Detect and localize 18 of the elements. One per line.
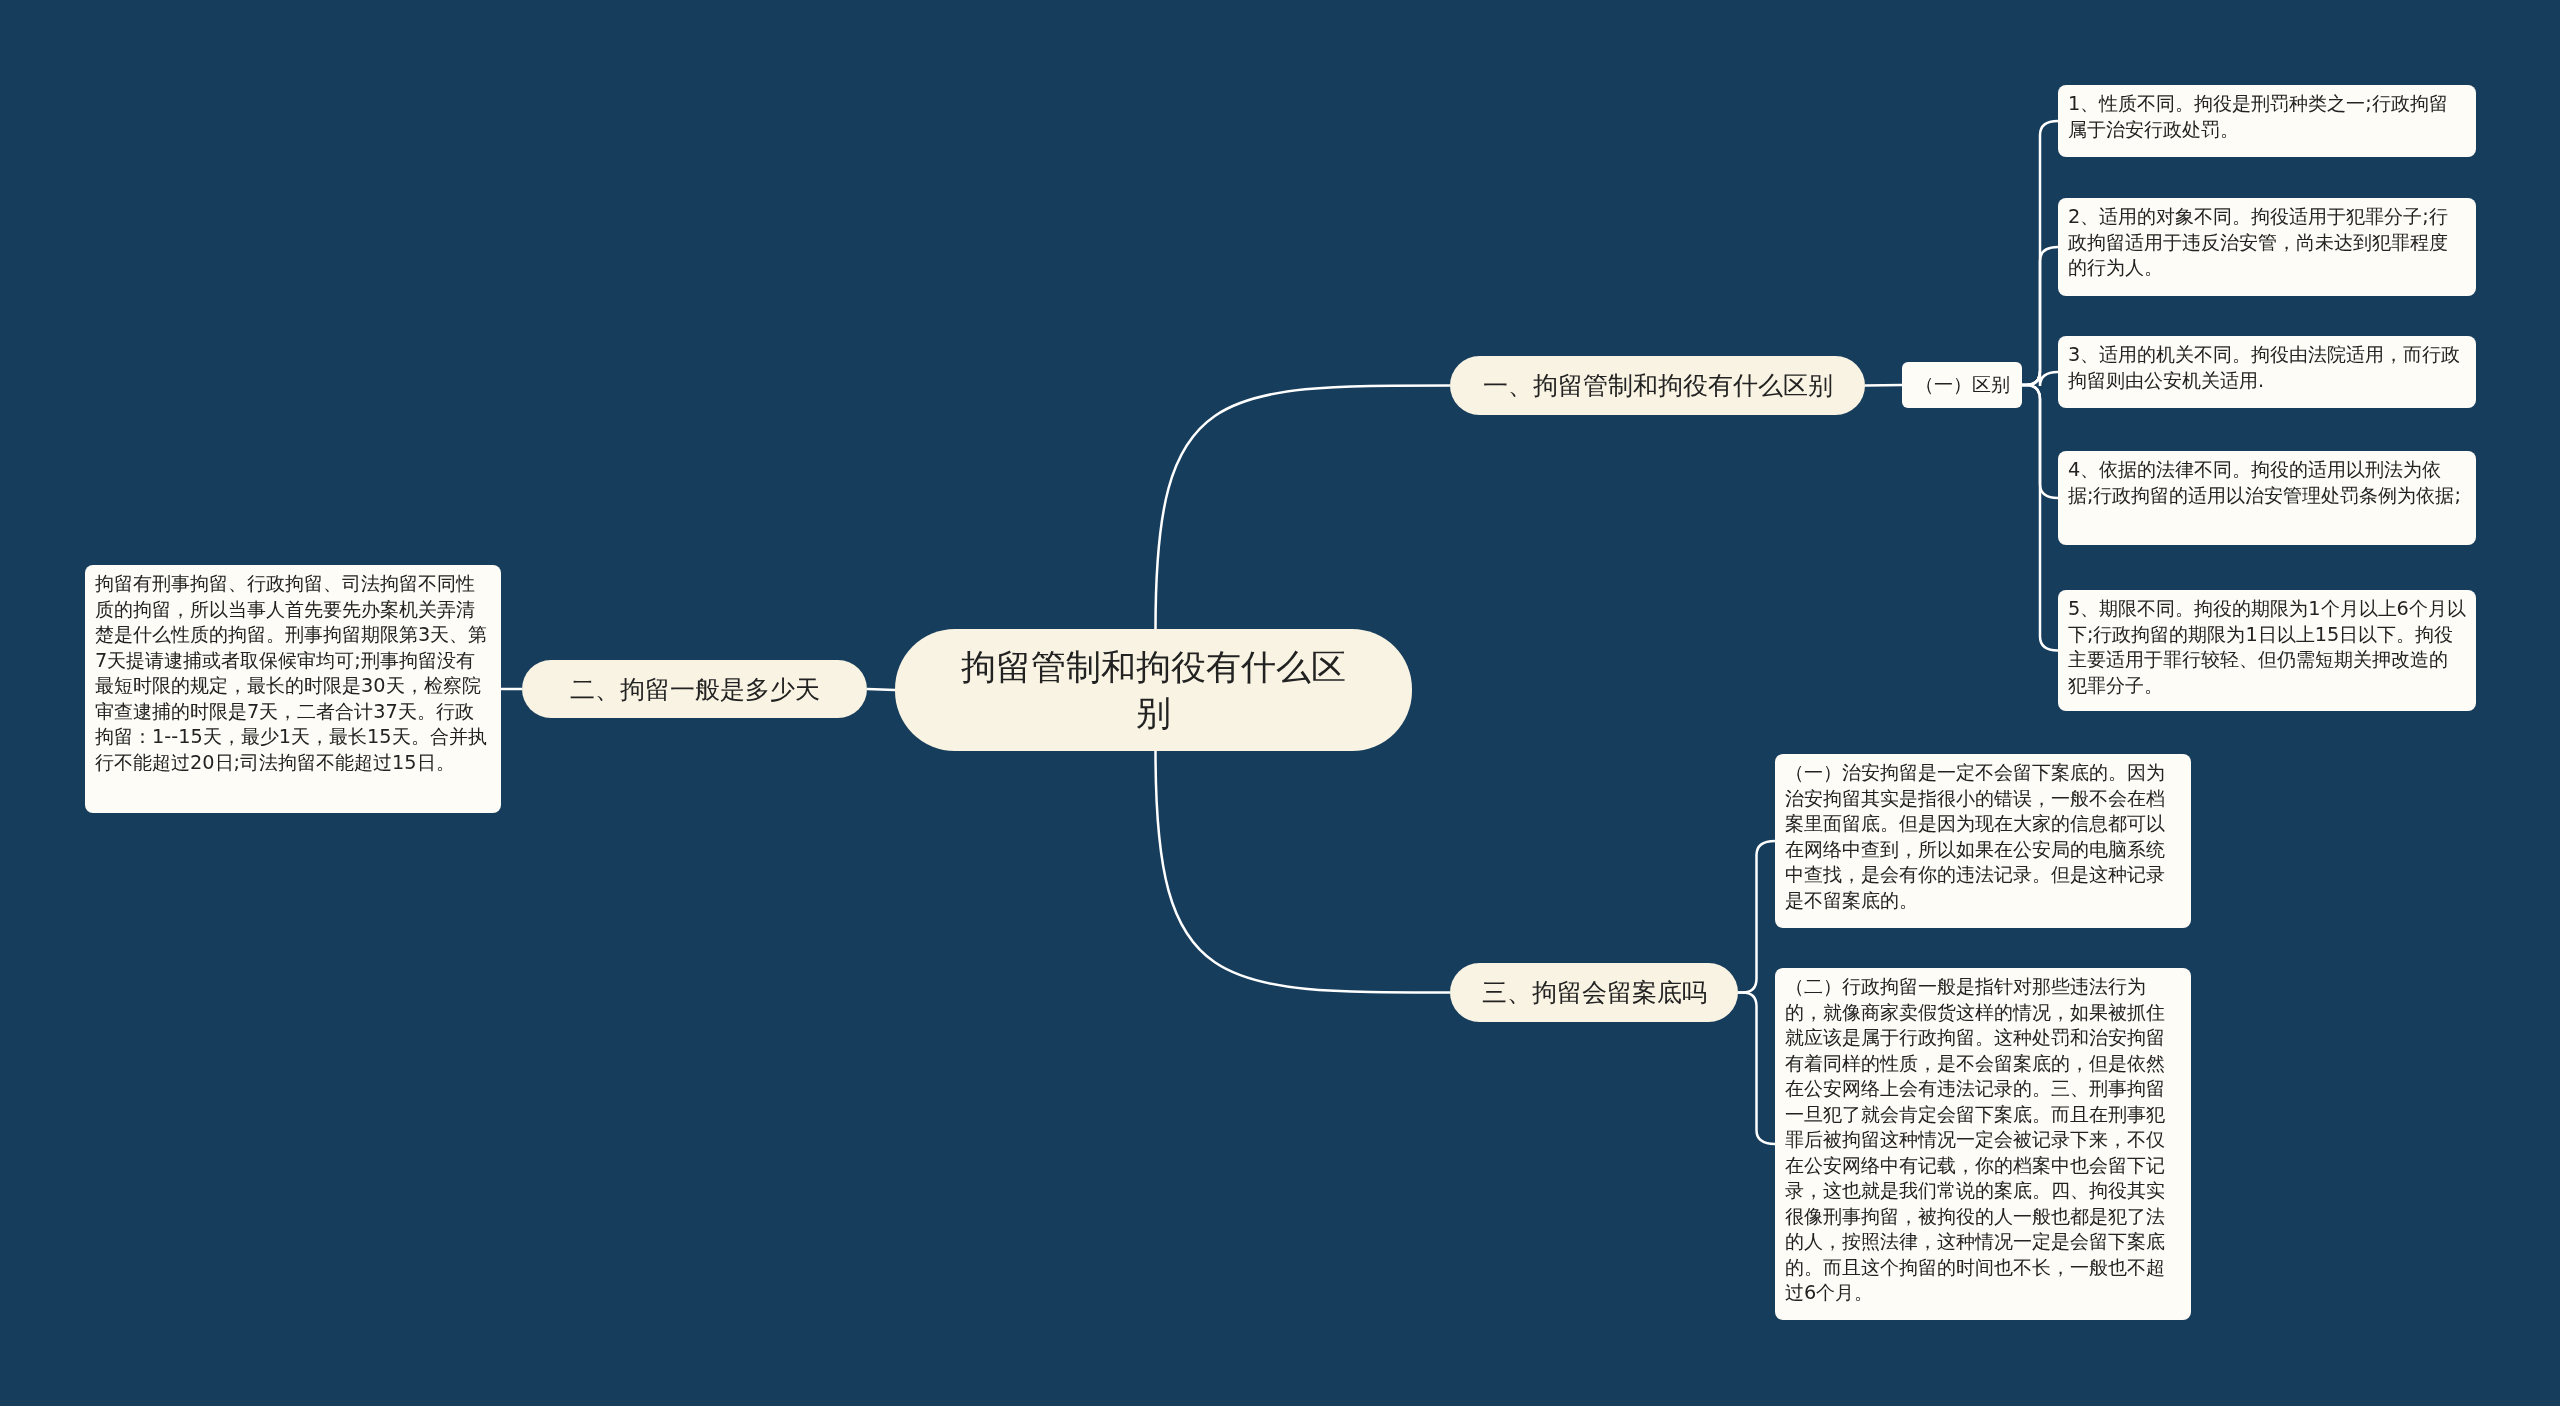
connector-line	[1154, 750, 1450, 994]
text-card: 拘留有刑事拘留、行政拘留、司法拘留不同性质的拘留，所以当事人首先要先办案机关弄清楚是什么性质的拘留。刑事拘留期限第3天、第7天提请逮捕或者取保候审均可;刑事拘留没有最短时限的规定，最长的时限是30天，检察院审查逮捕的时限是7天，二者合计37天。行政拘留：1--15天，最少1天，最长15天。合并执行不能超过20日;司法拘留不能超过15日。	[85, 565, 501, 813]
root-topic-node: 拘留管制和拘役有什么区别	[895, 629, 1412, 751]
connector-line	[501, 687, 522, 691]
topic-node: 三、拘留会留案底吗	[1450, 963, 1738, 1022]
text-card: 2、适用的对象不同。拘役适用于犯罪分子;行政拘留适用于违反治安管，尚未达到犯罪程度的行为人。	[2058, 198, 2476, 296]
subtopic-node: （一）区别	[1902, 362, 2022, 408]
text-card: 5、期限不同。拘役的期限为1个月以上6个月以下;行政拘留的期限为1日以上15日以下。拘役主要适用于罪行较轻、但仍需短期关押改造的犯罪分子。	[2058, 590, 2476, 711]
text-card: （二）行政拘留一般是指针对那些违法行为的，就像商家卖假货这样的情况，如果被抓住就应该是属于行政拘留。这种处罚和治安拘留有着同样的性质，是不会留案底的，但是依然在公安网络上会有违法记录的。三、刑事拘留一旦犯了就会肯定会留下案底。而且在刑事犯罪后被拘留这种情况一定会被记录下来，不仅在公安网络中有记载，你的档案中也会留下记录，这也就是我们常说的案底。四、拘役其实很像刑事拘留，被拘役的人一般也都是犯了法的人，按照法律，这种情况一定是会留下案底的。而且这个拘留的时间也不长，一般也不超过6个月。	[1775, 968, 2191, 1320]
connector-line	[866, 687, 896, 692]
connector-line	[1865, 383, 1902, 387]
text-card: 1、性质不同。拘役是刑罚种类之一;行政拘留属于治安行政处罚。	[2058, 85, 2476, 157]
text-card: （一）治安拘留是一定不会留下案底的。因为治安拘留其实是指很小的错误，一般不会在档案里面留底。但是因为现在大家的信息都可以在网络中查到，所以如果在公安局的电脑系统中查找，是会有你的违法记录。但是这种记录是不留案底的。	[1775, 754, 2191, 928]
topic-node: 一、拘留管制和拘役有什么区别	[1450, 356, 1865, 415]
connector-line	[1154, 384, 1450, 630]
text-card: 4、依据的法律不同。拘役的适用以刑法为依据;行政拘留的适用以治安管理处罚条例为依据;	[2058, 451, 2476, 545]
topic-node: 二、拘留一般是多少天	[522, 660, 867, 718]
text-card: 3、适用的机关不同。拘役由法院适用，而行政拘留则由公安机关适用.	[2058, 336, 2476, 408]
